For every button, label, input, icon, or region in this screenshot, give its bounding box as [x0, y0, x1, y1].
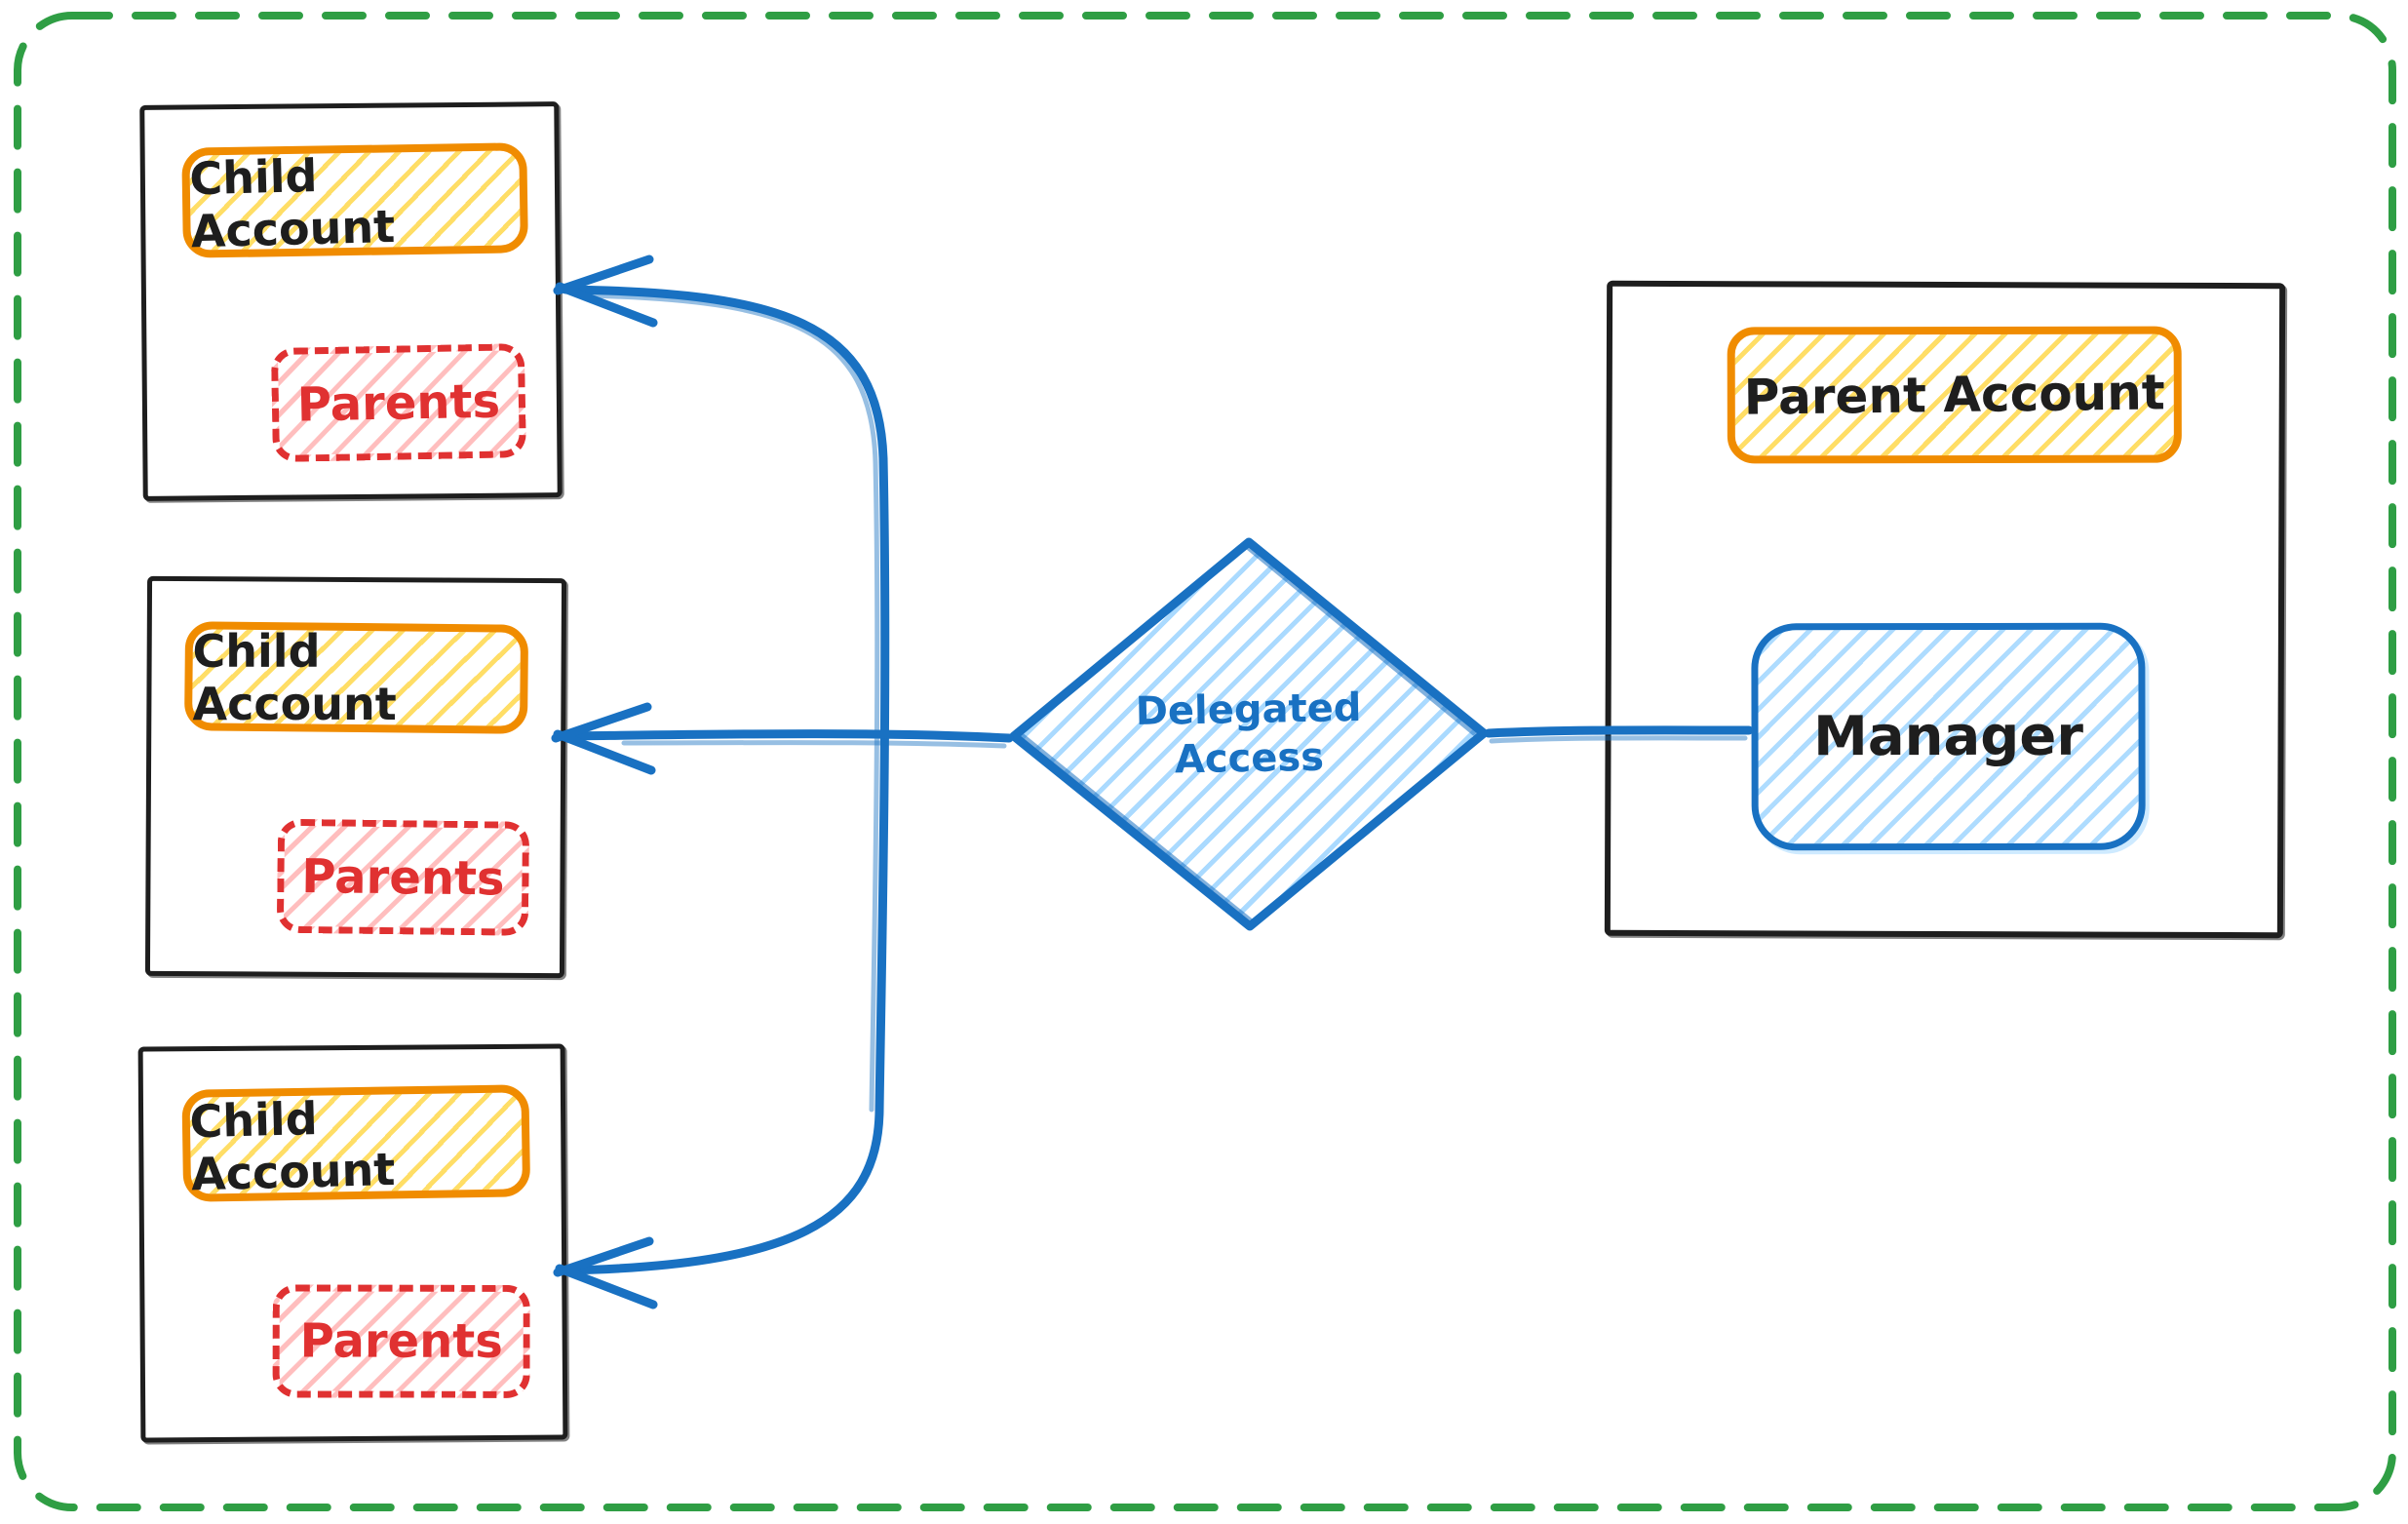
- child-account-label-text: Child Account: [188, 148, 396, 257]
- manager-box: Manager: [1751, 622, 2146, 851]
- delegated-access-line2: Access: [1174, 734, 1325, 783]
- child-account-label: Child Account: [181, 142, 528, 258]
- connector-curve-echo: [582, 293, 880, 1113]
- connector-middle: [563, 729, 1014, 743]
- parents-badge-text: Parents: [296, 373, 501, 433]
- parent-account-box: Parent Account Manager: [1604, 280, 2286, 939]
- arrowhead-child-1: [553, 254, 658, 328]
- delegated-access-label: Delegated Access: [1003, 531, 1494, 938]
- connector-curve-children: [561, 285, 890, 1275]
- parents-badge: Parents: [272, 1284, 530, 1398]
- child-account-box-1: Child Account Parents: [139, 101, 563, 501]
- child-account-box-3: Child Account Parents: [137, 1043, 568, 1443]
- delegated-access-line1: Delegated: [1135, 684, 1362, 735]
- arrowhead-child-2: [551, 702, 656, 775]
- child-account-label-text: Child Account: [188, 1091, 396, 1200]
- parents-badge: Parents: [276, 818, 530, 936]
- parents-badge-text: Parents: [299, 1313, 503, 1369]
- parent-account-label: Parent Account: [1727, 326, 2182, 464]
- arrowhead-child-3: [553, 1236, 658, 1309]
- connector-middle-echo: [621, 740, 1007, 749]
- child-account-label: Child Account: [183, 621, 529, 734]
- child-account-box-2: Child Account Parents: [144, 575, 567, 979]
- parent-account-label-text: Parent Account: [1743, 364, 2166, 426]
- parents-badge-text: Parents: [301, 848, 505, 907]
- decision-diamond: Delegated Access: [1007, 535, 1491, 933]
- child-account-label: Child Account: [181, 1084, 531, 1202]
- parents-badge: Parents: [270, 343, 527, 463]
- child-account-label-text: Child Account: [192, 625, 397, 731]
- manager-box-text: Manager: [1813, 704, 2084, 769]
- decision-diamond-outline: [1009, 537, 1489, 931]
